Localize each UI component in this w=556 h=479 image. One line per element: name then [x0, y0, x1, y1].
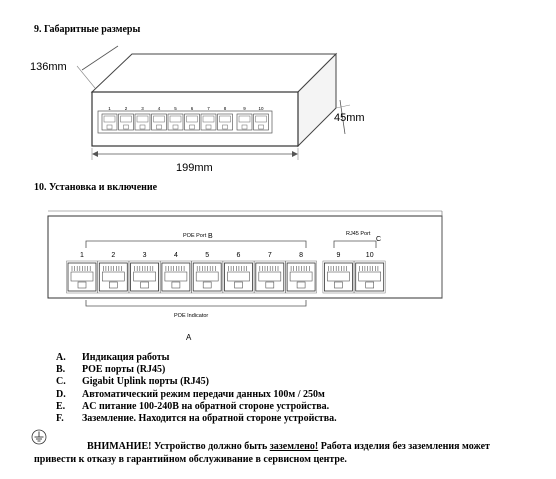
legend-text: Автоматический режим передачи данных 100… — [82, 388, 325, 400]
rj45-port — [355, 262, 385, 292]
panel-port-number: 3 — [143, 252, 147, 259]
poe-group-bracket — [85, 240, 307, 248]
rj45-port — [98, 262, 128, 292]
legend-item: A. Индикация работы — [56, 352, 337, 364]
legend-list: A. Индикация работы B. POE порты (RJ45) C.… — [56, 352, 337, 425]
legend-text: Заземление. Находится на обратной сторон… — [82, 413, 337, 425]
panel-port-number: 6 — [237, 252, 241, 259]
rj45-port — [255, 262, 285, 292]
indicator-letter: A — [186, 333, 192, 342]
depth-dim-line — [81, 45, 119, 71]
panel-port-numbers: 1 2 3 4 5 6 7 8 9 10 — [80, 252, 374, 259]
warning-underlined: заземлено! — [269, 441, 319, 452]
front-port-number: 3 — [141, 106, 144, 111]
legend-letter: A. — [56, 352, 66, 363]
front-port-number: 4 — [158, 106, 161, 111]
rj45-group-label: RJ45 Port — [346, 231, 371, 237]
panel-port-number: 1 — [80, 252, 84, 259]
rj45-port — [67, 262, 97, 292]
rj45-group-letter: C — [376, 236, 381, 243]
front-port-number: 10 — [258, 106, 264, 111]
legend-item: C. Gigabit Uplink порты (RJ45) — [56, 376, 337, 388]
depth-label: 136mm — [30, 61, 67, 73]
rj45-port — [192, 262, 222, 292]
panel-port-number: 9 — [336, 252, 340, 259]
legend-letter: C. — [56, 376, 66, 388]
rj45-port — [161, 262, 191, 292]
front-port-number: 8 — [224, 106, 227, 111]
indicator-label: POE Indicator — [174, 313, 208, 319]
legend-text: Gigabit Uplink порты (RJ45) — [82, 376, 209, 388]
panel-port-number: 5 — [205, 252, 209, 259]
legend-text: AC питание 100-240В на обратной стороне … — [82, 400, 330, 412]
legend-item: F. Заземление. Находится на обратной стор… — [56, 413, 337, 425]
warning-part2: Работа изделия без заземления может прив… — [34, 441, 490, 465]
panel-port-row — [66, 260, 386, 294]
front-port-number: 5 — [174, 106, 177, 111]
legend-item: E. AC питание 100-240В на обратной сторон… — [56, 401, 337, 413]
legend-text: POE порты (RJ45) — [82, 364, 166, 376]
panel-port-number: 7 — [268, 252, 272, 259]
rj45-group-bracket — [333, 240, 377, 248]
rj45-port — [323, 262, 353, 292]
indicator-bracket — [85, 300, 307, 307]
section-9-title: 9. Габаритные размеры — [34, 24, 141, 35]
front-port-number: 7 — [207, 106, 210, 111]
poe-group-letter: B — [208, 233, 213, 240]
height-label: 45mm — [334, 112, 365, 124]
section-10-title: 10. Установка и включение — [34, 182, 158, 193]
legend-letter: E. — [56, 400, 66, 412]
front-port-number: 6 — [191, 106, 194, 111]
poe-group-label: POE Port — [183, 233, 207, 239]
front-port-number: 2 — [125, 106, 128, 111]
width-label: 199mm — [176, 162, 213, 174]
panel-port-number: 2 — [111, 252, 115, 259]
panel-port-number: 4 — [174, 252, 178, 259]
legend-letter: D. — [56, 388, 66, 400]
height-dim-line — [339, 99, 346, 135]
warning-part1: ВНИМАНИЕ! Устройство должно быть — [87, 441, 270, 452]
legend-text: Индикация работы — [82, 352, 170, 363]
front-port-row — [97, 110, 273, 134]
grounding-warning: ВНИМАНИЕ! Устройство должно быть заземле… — [34, 440, 534, 466]
rj45-port — [130, 262, 160, 292]
panel-port-number: 10 — [366, 252, 374, 259]
ground-icon — [31, 429, 47, 445]
front-port-number: 1 — [108, 106, 111, 111]
front-port-number: 9 — [243, 106, 246, 111]
rj45-port — [286, 262, 316, 292]
legend-letter: B. — [56, 364, 66, 376]
rj45-port — [224, 262, 253, 292]
legend-item: D. Автоматический режим передачи данных 1… — [56, 389, 337, 401]
legend-letter: F. — [56, 413, 64, 425]
panel-port-number: 8 — [299, 252, 303, 259]
legend-item: B. POE порты (RJ45) — [56, 364, 337, 376]
front-port-numbers: 1 2 3 4 5 6 7 8 9 10 — [108, 106, 264, 111]
